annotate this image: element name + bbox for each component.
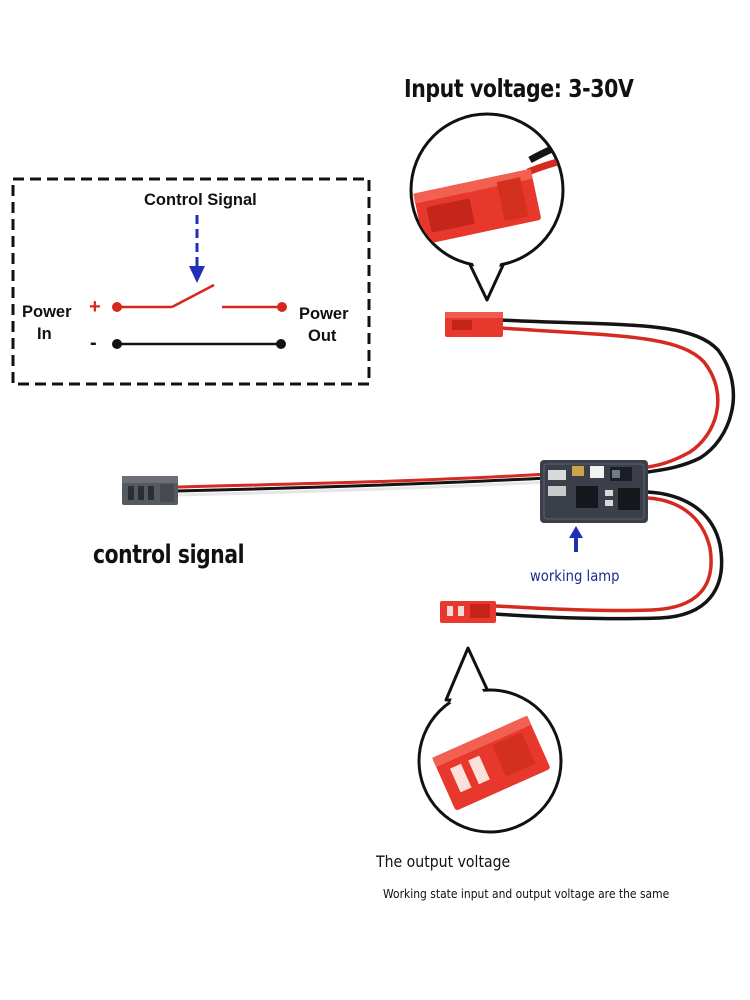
plus-sign: + [89, 296, 101, 318]
schematic-box [11, 177, 371, 386]
negative-out-node [276, 339, 286, 349]
schematic-control-signal-label: Control Signal [144, 191, 257, 209]
servo-connector [122, 476, 178, 505]
wires [174, 318, 736, 621]
output-connector [440, 601, 496, 623]
power-in-label-line1: Power [22, 303, 72, 321]
output-callout [417, 646, 563, 834]
working-lamp-led [590, 466, 604, 478]
working-lamp-label: working lamp [530, 567, 620, 585]
control-signal-label: control signal [93, 540, 245, 570]
output-wire-red [493, 496, 713, 613]
switch-module [540, 460, 648, 523]
input-connector-body [445, 312, 503, 337]
output-voltage-label: The output voltage [376, 852, 511, 871]
control-wire-red [174, 472, 550, 489]
power-in-label-line2: In [37, 325, 52, 343]
working-state-note: Working state input and output voltage a… [383, 886, 670, 901]
input-callout [409, 112, 565, 302]
power-out-label-line1: Power [299, 305, 349, 323]
output-wire-black [493, 490, 724, 621]
input-wire-black [498, 318, 736, 474]
power-out-label-line2: Out [308, 327, 337, 345]
control-arrow-head [189, 266, 205, 283]
control-wire-white [174, 480, 550, 497]
switch-lever [171, 283, 215, 309]
positive-out-node [277, 302, 287, 312]
negative-in-node [112, 339, 122, 349]
mosfet-chip [576, 486, 598, 508]
working-lamp-arrow [569, 526, 583, 552]
input-wire-red [498, 326, 720, 469]
control-wire-black [174, 476, 550, 493]
positive-in-node [112, 302, 122, 312]
input-connector [445, 312, 503, 337]
minus-sign: - [90, 332, 97, 354]
schematic-border [11, 177, 371, 386]
input-voltage-title: Input voltage: 3-30V [404, 74, 634, 103]
